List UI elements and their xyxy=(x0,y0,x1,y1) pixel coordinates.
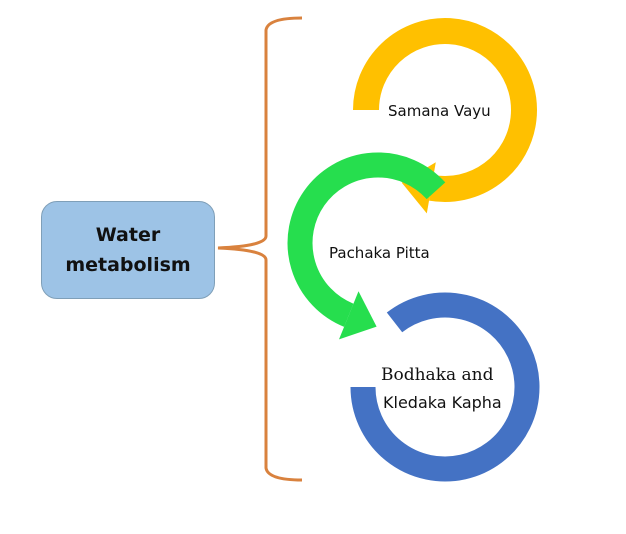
kapha-label-line2: Kledaka Kapha xyxy=(383,393,502,412)
water-metabolism-node: Water metabolism xyxy=(41,201,215,299)
samana-vayu-arc xyxy=(353,18,537,202)
pachaka-pitta-label: Pachaka Pitta xyxy=(329,244,430,262)
samana-vayu-label: Samana Vayu xyxy=(388,102,491,120)
kapha-arc xyxy=(350,292,540,482)
central-node-line1: Water xyxy=(95,224,161,246)
curly-brace xyxy=(217,16,303,482)
pachaka-pitta-arc xyxy=(287,152,446,327)
pachaka-pitta-arrowhead-icon xyxy=(339,291,377,340)
central-node-line2: metabolism xyxy=(65,254,191,276)
kapha-label-line1: Bodhaka and xyxy=(381,365,494,385)
